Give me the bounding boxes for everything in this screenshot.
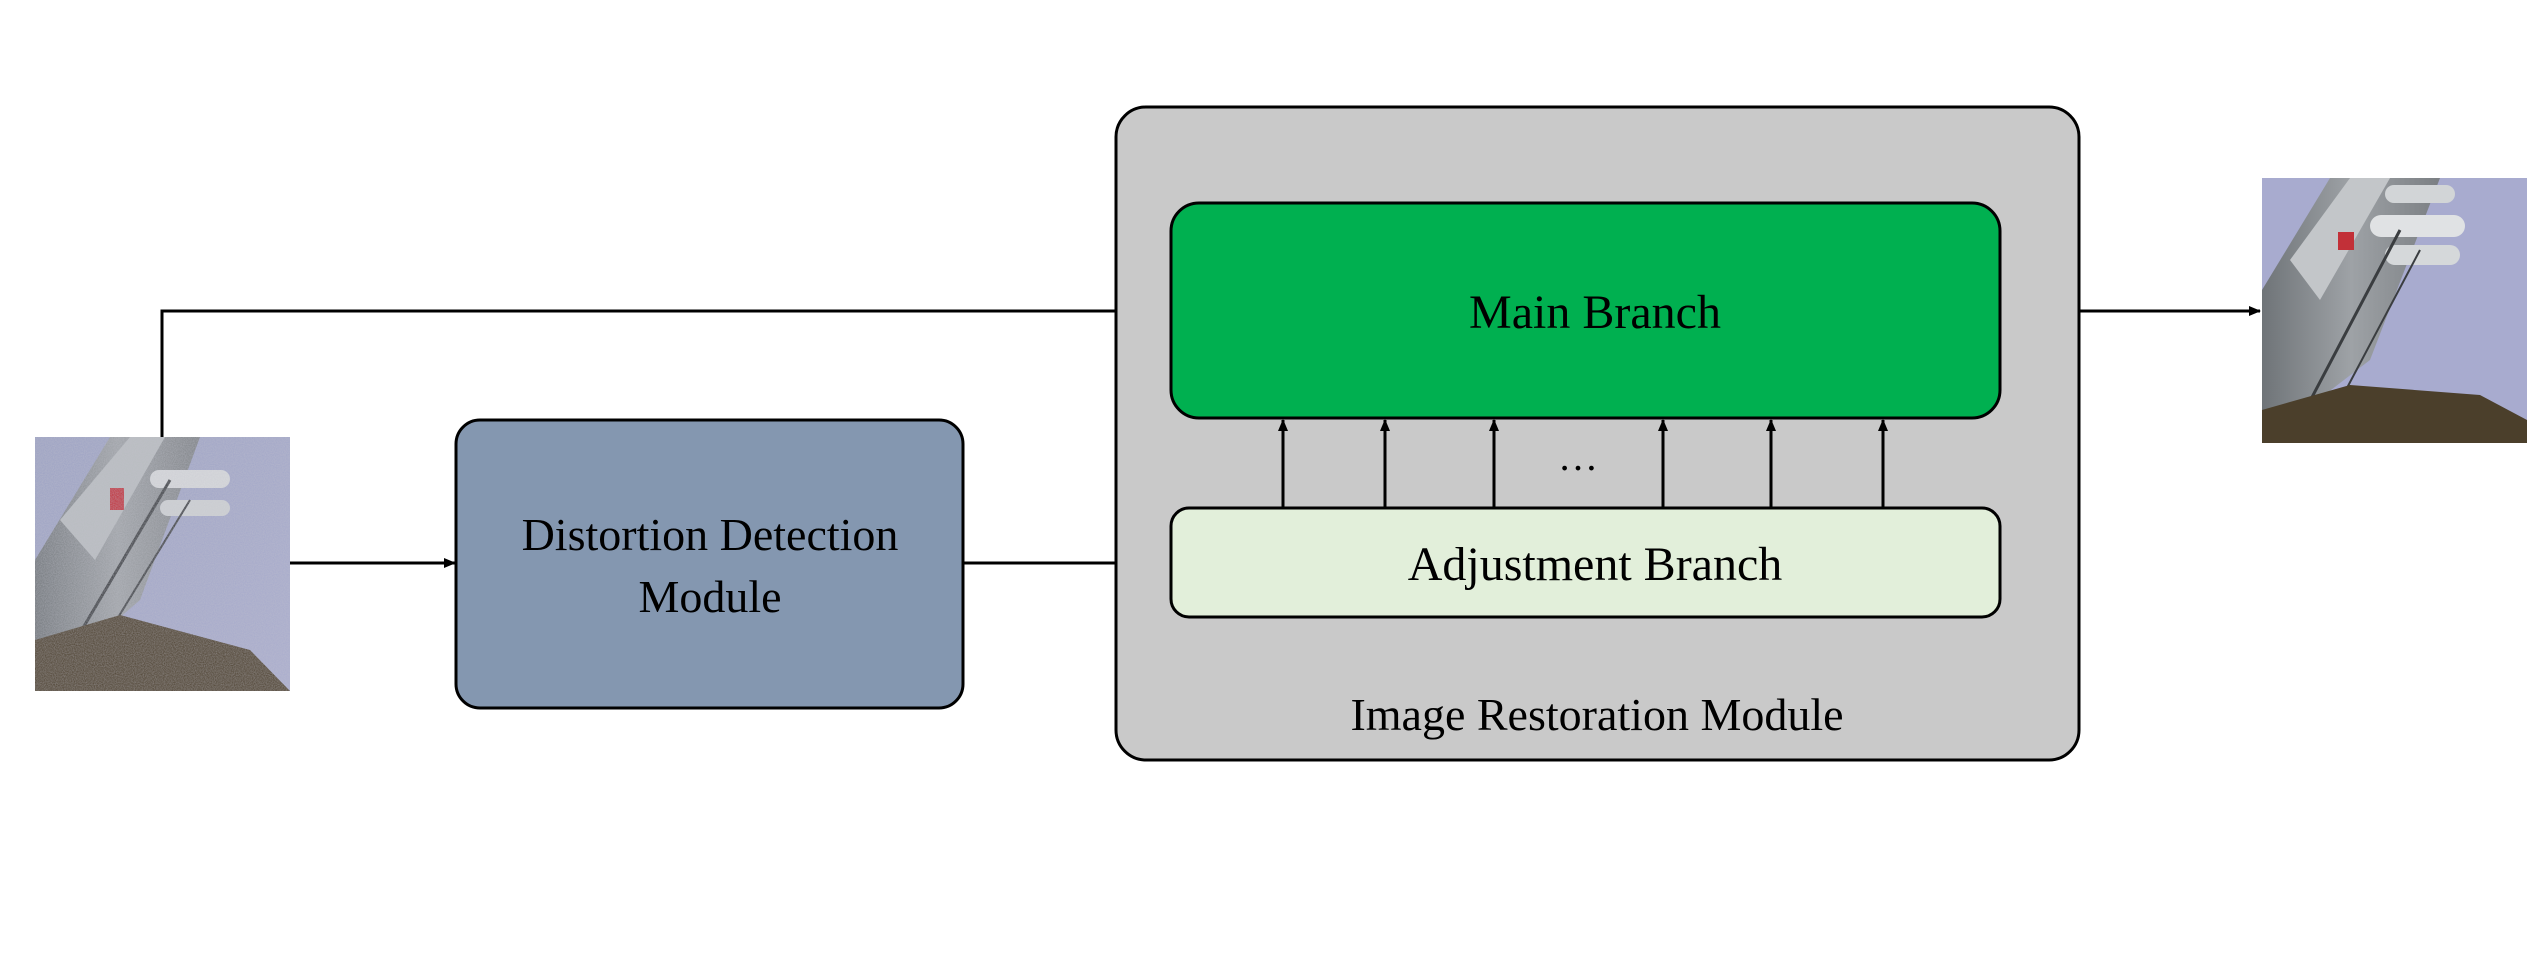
connectors <box>160 306 2261 568</box>
input-image <box>35 437 290 691</box>
output-image <box>2262 178 2527 443</box>
main-branch-label: Main Branch <box>1469 286 1721 339</box>
adjustment-branch: Adjustment Branch <box>1169 506 2002 619</box>
image-restoration-label: Image Restoration Module <box>1350 689 1843 740</box>
distortion-detection-label-line2: Module <box>638 571 781 622</box>
main-branch: Main Branch <box>1169 201 2002 420</box>
distortion-detection-label-line1: Distortion Detection <box>522 509 899 560</box>
adjustment-to-main-arrows <box>1278 419 1888 507</box>
ellipsis: … <box>1558 434 1598 479</box>
adjustment-branch-label: Adjustment Branch <box>1408 538 1783 591</box>
distortion-detection-module: Distortion Detection Module <box>454 418 965 710</box>
arrow-input-to-main-branch <box>160 306 1171 437</box>
